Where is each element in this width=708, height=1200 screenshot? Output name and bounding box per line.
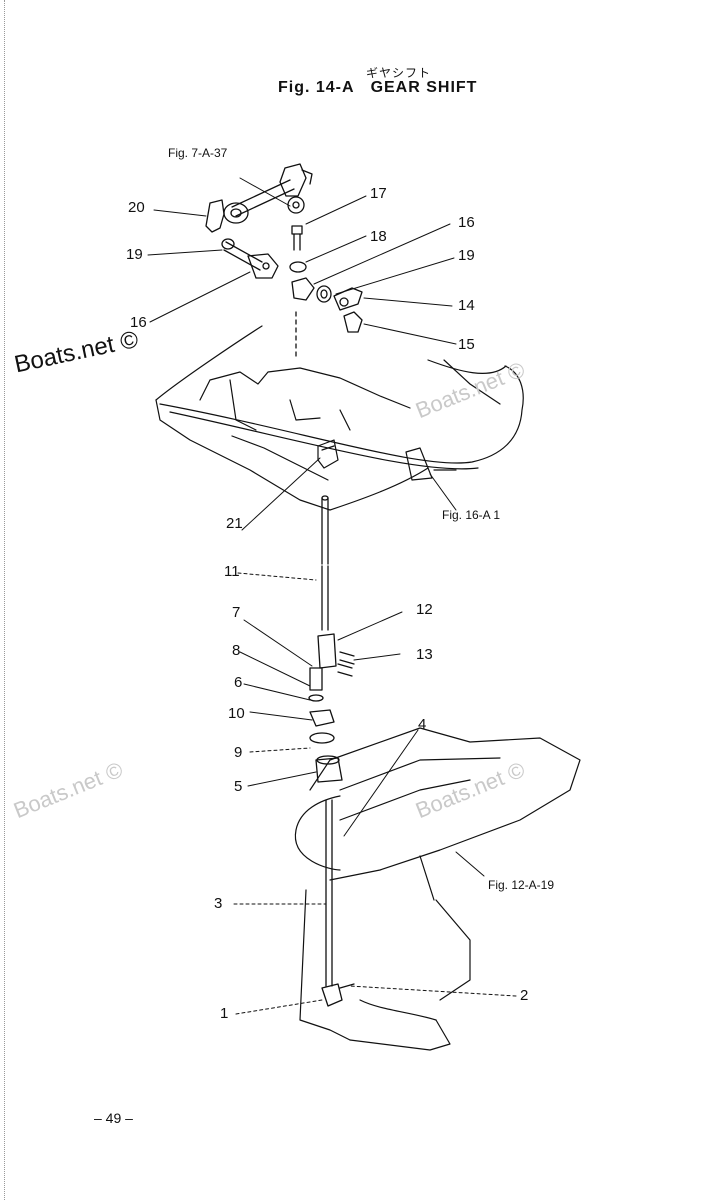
callout-21: 21 [226,515,243,532]
callout-10: 10 [228,705,245,722]
lower-unit-housing [294,727,581,1051]
figure-number: Fig. 14-A [278,79,355,96]
shift-rod [321,495,329,631]
leader-lines [147,177,517,1015]
ref-fig-12-a-19: Fig. 12-A-19 [488,878,555,892]
callout-19-right: 19 [458,247,475,264]
lower-shift-rod [321,799,355,1007]
page-number: – 49 – [94,1110,133,1126]
title-kana: ギヤシフト [366,66,432,80]
callout-5: 5 [234,778,243,795]
scan-edge [4,0,6,1200]
callout-13: 13 [416,646,433,663]
callout-1: 1 [220,1005,229,1022]
callout-7: 7 [232,604,241,621]
callout-2: 2 [520,987,529,1004]
figure-title: Fig. 14-A GEAR SHIFT [278,79,477,97]
callout-3: 3 [214,895,223,912]
ref-fig-16-a-1: Fig. 16-A 1 [442,508,501,522]
callout-19-left: 19 [126,246,143,263]
callout-9: 9 [234,744,243,761]
callout-4: 4 [418,716,427,733]
callout-20: 20 [128,199,145,216]
callout-11: 11 [224,563,240,580]
callout-15: 15 [458,336,475,353]
engine-base [155,325,524,511]
upper-linkage [205,163,363,361]
callout-16-left: 16 [130,314,147,331]
callout-18: 18 [370,228,387,245]
figure-name: GEAR SHIFT [370,79,478,96]
callout-8: 8 [232,642,241,659]
rod-coupling [317,633,355,677]
lower-parts [308,667,343,783]
callout-16-right: 16 [458,214,475,231]
callout-14: 14 [458,297,475,314]
callout-17: 17 [370,185,387,202]
ref-fig-7-a-37: Fig. 7-A-37 [168,146,228,160]
callout-6: 6 [234,674,243,691]
callout-12: 12 [416,601,433,618]
